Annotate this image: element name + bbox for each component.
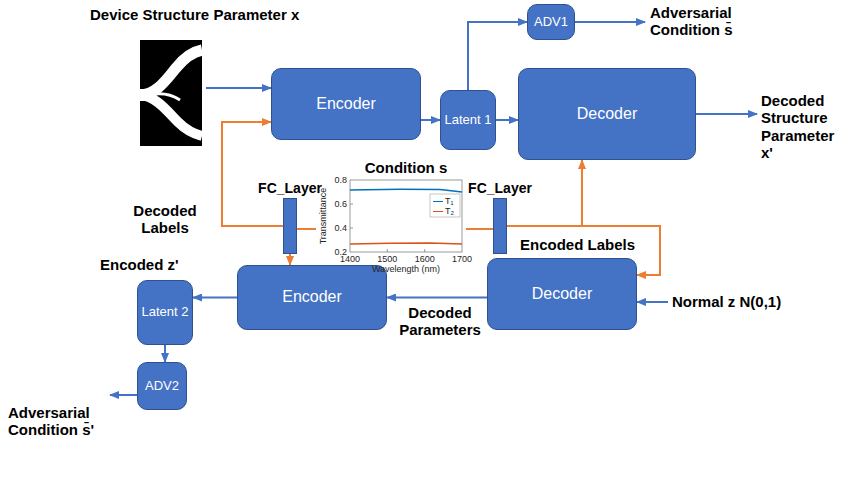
flow-arrow (193, 297, 237, 299)
flow-arrow (387, 297, 487, 299)
legend-entry: T₂ (433, 206, 454, 216)
input-label: Device Structure Parameter x (90, 6, 350, 23)
output-label: Adversarial Condition s̄' (8, 404, 128, 439)
axis-title: Transmittance (318, 181, 328, 251)
latent-block: Latent 2 (137, 280, 193, 345)
tick-label: 0.8 (325, 175, 347, 185)
tick-label: 1700 (448, 254, 476, 264)
flow-label: Decoded Labels (120, 202, 210, 237)
legend-entry: T₁ (433, 196, 454, 206)
tick-label: 0.6 (325, 199, 347, 209)
block-label: Decoder (574, 105, 640, 123)
layout-arrows (110, 22, 757, 395)
legend-line-sample (433, 201, 443, 202)
block-label: Encoder (279, 288, 345, 306)
encoder-block: Encoder (237, 265, 387, 330)
latent-block: Latent 1 (440, 90, 496, 150)
transmittance-chart (350, 180, 462, 252)
block-label: ADV2 (142, 379, 182, 394)
tick-label: 1400 (336, 254, 364, 264)
output-label: Adversarial Condition s̄ (650, 4, 770, 39)
flow-label: Encoded z' (100, 256, 190, 273)
tick-label: 1500 (373, 254, 401, 264)
output-label: Decoded Structure Parameter x' (761, 92, 845, 161)
flow-label: Decoded Parameters (397, 304, 483, 339)
block-label: Decoder (529, 285, 595, 303)
legend-line-sample (433, 211, 443, 212)
block-label: Latent 2 (139, 305, 192, 320)
legend-text: T₁ (445, 196, 454, 206)
device-structure-image (140, 40, 202, 146)
flow-arrow (164, 345, 166, 362)
block-label: ADV1 (531, 15, 571, 30)
layer-heading: FC_Layer (468, 180, 532, 196)
layer-heading: FC_Layer (258, 180, 322, 196)
block-label: Latent 1 (442, 113, 495, 128)
fc-layer: FC_Layer (493, 198, 507, 254)
input-label: Normal z N(0,1) (672, 293, 822, 310)
block-label: Encoder (313, 95, 379, 113)
flow-label: Encoded Labels (520, 236, 645, 253)
flow-arrow (289, 254, 291, 265)
decoder-block: Decoder (487, 258, 637, 330)
tick-label: 0.4 (325, 223, 347, 233)
flow-arrow (496, 119, 518, 121)
legend-text: T₂ (445, 206, 454, 216)
encoder-block: Encoder (271, 68, 421, 140)
tick-label: 1600 (411, 254, 439, 264)
adversary-block: ADV1 (527, 4, 575, 40)
fc-layer: FC_Layer (283, 198, 297, 254)
flow-arrow (421, 119, 440, 121)
adversary-block: ADV2 (137, 362, 187, 410)
axis-title: Wavelength (nm) (356, 264, 456, 274)
decoder-block: Decoder (518, 68, 696, 160)
chart-title: Condition s (346, 159, 466, 176)
